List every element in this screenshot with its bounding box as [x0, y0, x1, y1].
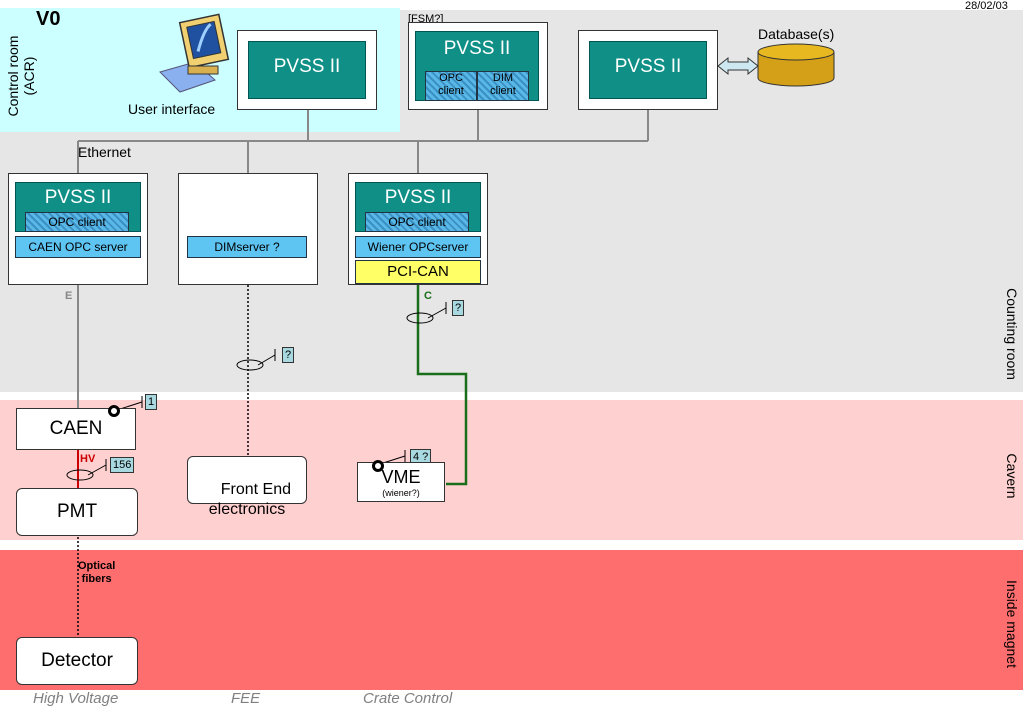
can-channel-tag: ? — [452, 300, 465, 316]
optical-fibers-label: Optical fibers — [78, 560, 116, 585]
ethernet-label: Ethernet — [78, 144, 131, 160]
fee-channel-tag: ? — [282, 347, 295, 363]
inside-magnet-zone — [0, 550, 1023, 690]
vme-node[interactable]: VME (wiener?) — [357, 462, 445, 502]
db-pvss-panel: PVSS II — [578, 30, 718, 110]
pmt-node[interactable]: PMT — [16, 488, 138, 536]
vme-knob-icon — [372, 460, 384, 472]
diagram-title: V0 — [36, 8, 61, 30]
caen-channel-tag: 1 — [145, 394, 158, 410]
acr-pvss-label: PVSS II — [273, 56, 341, 77]
high-voltage-label: High Voltage — [33, 690, 119, 707]
db-pvss-box[interactable]: PVSS II — [589, 41, 707, 99]
acr-pvss-box[interactable]: PVSS II — [248, 41, 366, 99]
acr-pvss-panel: PVSS II — [237, 30, 377, 110]
caen-opc-client[interactable]: OPC client — [25, 212, 129, 232]
detector-node[interactable]: Detector — [16, 637, 138, 685]
caen-opc-server[interactable]: CAEN OPC server — [15, 236, 141, 258]
vme-label: VME — [381, 467, 421, 487]
link-hv-label: HV — [80, 453, 96, 465]
caen-knob-icon — [108, 405, 120, 417]
fee-label: FEE — [231, 690, 261, 707]
database-label: Database(s) — [758, 26, 835, 42]
front-end-label: Front End electronics — [208, 481, 292, 518]
detector-label: Detector — [41, 650, 113, 671]
link-c-label: C — [424, 290, 432, 302]
wiener-pvss-label: PVSS II — [384, 187, 452, 208]
hv-probe — [66, 469, 94, 481]
fsm-opc-client[interactable]: OPC client — [425, 71, 477, 101]
caen-pvss-label: PVSS II — [44, 187, 112, 208]
database-cylinder — [757, 52, 835, 87]
dim-panel: DIMserver ? — [178, 173, 318, 285]
dim-server[interactable]: DIMserver ? — [187, 236, 307, 258]
vme-channel-tag: 4 ? — [410, 449, 432, 465]
hv-channel-tag: 156 — [110, 457, 135, 473]
database-arrow — [717, 56, 759, 76]
caen-label: CAEN — [49, 418, 103, 439]
db-pvss-label: PVSS II — [614, 56, 682, 77]
computer-icon — [159, 13, 230, 93]
fsm-dim-client[interactable]: DIM client — [477, 71, 529, 101]
fsm-pvss-label: PVSS II — [443, 38, 511, 59]
pmt-label: PMT — [56, 501, 98, 522]
wiener-opc-server[interactable]: Wiener OPCserver — [355, 236, 481, 258]
fee-probe — [236, 359, 264, 371]
vme-sub-label: (wiener?) — [382, 488, 420, 498]
cavern-zone — [0, 400, 1023, 540]
link-e-label: E — [65, 290, 73, 302]
date-label: 28/02/03 — [965, 0, 1008, 12]
wiener-opc-client[interactable]: OPC client — [365, 212, 469, 232]
fsm-pvss-panel: PVSS II OPC client DIM client — [408, 22, 548, 110]
front-end-node[interactable]: Front End electronics — [187, 456, 307, 518]
caen-pvss-panel: PVSS II OPC client CAEN OPC server — [8, 173, 148, 285]
can-link — [416, 285, 468, 486]
wiener-pvss-panel: PVSS II OPC client Wiener OPCserver PCI-… — [348, 173, 488, 285]
crate-control-label: Crate Control — [363, 690, 453, 707]
user-interface-label: User interface — [128, 101, 216, 117]
pci-can[interactable]: PCI-CAN — [355, 260, 481, 284]
can-probe — [406, 312, 434, 324]
